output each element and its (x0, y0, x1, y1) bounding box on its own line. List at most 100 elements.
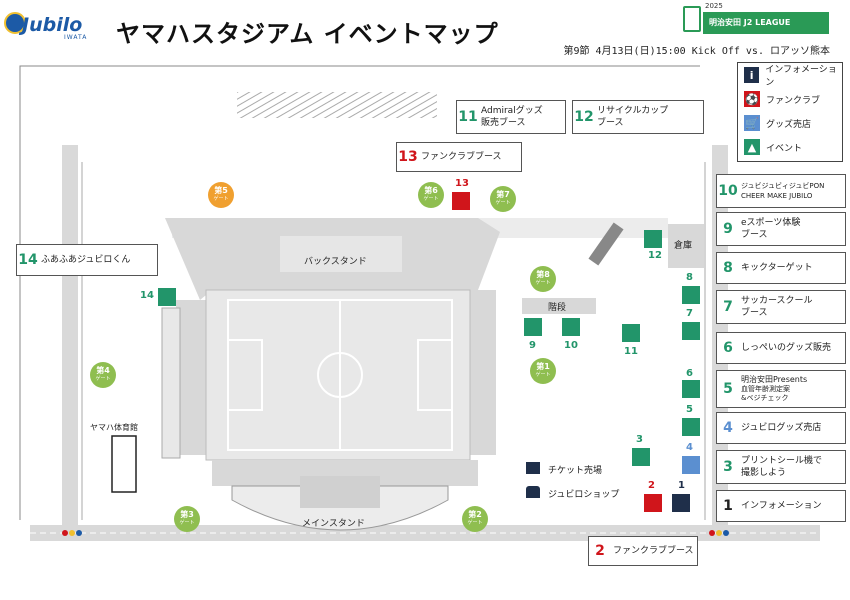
gym-label: ヤマハ体育館 (90, 423, 138, 432)
event-tent-icon (158, 288, 176, 306)
booth-4: 4 ジュビログッズ売店 (716, 412, 846, 444)
info-icon (672, 494, 690, 512)
booth-12: 12 リサイクルカップブース (572, 100, 704, 134)
event-tent-icon (682, 418, 700, 436)
booth-number: 13 (398, 149, 418, 165)
booth-number: 12 (574, 109, 594, 125)
shirt-icon (526, 486, 540, 498)
info-icon: i (744, 67, 760, 83)
warehouse-label: 倉庫 (674, 241, 693, 251)
tent-number: 4 (686, 442, 693, 453)
event-tent-icon (682, 380, 700, 398)
stairs-label: 階段 (548, 303, 567, 313)
legend-label: イベント (766, 143, 803, 154)
booth-number: 5 (723, 381, 733, 397)
booth-9: 9 eスポーツ体験ブース (716, 212, 846, 246)
tent-number: 2 (648, 480, 655, 491)
club-logo-icon (4, 12, 26, 34)
booth-label: ファンクラブブース (421, 152, 502, 162)
tent-number: 3 (636, 434, 643, 445)
booth-label: インフォメーション (741, 501, 822, 511)
booth-7: 7 サッカースクールブース (716, 290, 846, 324)
tent-number: 1 (678, 480, 685, 491)
tent-number: 13 (455, 178, 469, 189)
booth-label: しっぺいのグッズ販売 (741, 343, 832, 353)
booth-label: ふあふあジュビロくん (41, 255, 131, 265)
fanclub-icon (644, 494, 662, 512)
fanclub-icon: ⚽ (744, 91, 760, 107)
booth-number: 4 (723, 420, 733, 436)
back-stand-label: バックスタンド (304, 257, 367, 267)
league-year: 2025 (705, 2, 723, 10)
booth-1: 1 インフォメーション (716, 490, 846, 522)
booth-number: 8 (723, 260, 733, 276)
page-title: ヤマハスタジアム イベントマップ (116, 20, 499, 48)
booth-label: eスポーツ体験ブース (741, 218, 801, 240)
club-brand: Jubilo (22, 14, 83, 36)
tent-number: 5 (686, 404, 693, 415)
event-tent-icon (682, 286, 700, 304)
booth-label: キックターゲット (741, 263, 813, 273)
booth-number: 2 (595, 543, 605, 559)
league-logo-icon (683, 6, 701, 32)
booth-13: 13 ファンクラブブース (396, 142, 522, 172)
legend-label: インフォメーション (765, 65, 837, 88)
booth-label: サッカースクールブース (741, 296, 813, 318)
league-badge: 2025 明治安田 J2 LEAGUE (683, 2, 829, 34)
legend-item-fanclub: ⚽ ファンクラブ (744, 89, 820, 109)
booth-14: 14 ふあふあジュビロくん (16, 244, 158, 276)
tent-number: 12 (648, 250, 662, 261)
tent-number: 8 (686, 272, 693, 283)
booth-label: ジュビログッズ売店 (741, 423, 822, 433)
booth-number: 1 (723, 498, 733, 514)
booth-number: 6 (723, 340, 733, 356)
booth-label: プリントシール機で撮影しよう (741, 456, 823, 478)
booth-number: 14 (18, 252, 38, 268)
ticket-icon (526, 462, 540, 474)
jubilo-shop-label: ジュビロショップ (548, 490, 620, 500)
booth-number: 11 (458, 109, 478, 125)
legend-label: グッズ売店 (766, 119, 812, 130)
tent-number: 10 (564, 340, 578, 351)
tent-number: 6 (686, 368, 693, 379)
booth-2: 2 ファンクラブブース (588, 536, 698, 566)
booth-number: 3 (723, 459, 733, 475)
fanclub-icon (452, 192, 470, 210)
event-tent-icon (524, 318, 542, 336)
event-tent-icon (632, 448, 650, 466)
event-tent-icon: ▲ (744, 139, 760, 155)
tent-number: 7 (686, 308, 693, 319)
booth-number: 10 (718, 183, 738, 199)
legend-item-event: ▲ イベント (744, 137, 802, 157)
event-tent-icon (562, 318, 580, 336)
legend-item-info: i インフォメーション (744, 65, 842, 88)
booth-8: 8 キックターゲット (716, 252, 846, 284)
match-info: 第9節 4月13日(日)15:00 Kick Off vs. ロアッソ熊本 (563, 46, 830, 57)
tent-number: 11 (624, 346, 638, 357)
legend-item-goods: 🛒 グッズ売店 (744, 113, 811, 133)
main-stand-label: メインスタンド (302, 519, 365, 529)
tent-number: 14 (140, 290, 154, 301)
booth-label: リサイクルカップブース (597, 106, 669, 128)
event-tent-icon (622, 324, 640, 342)
booth-3: 3 プリントシール機で撮影しよう (716, 450, 846, 484)
tent-number: 9 (529, 340, 536, 351)
club-brand-sub: IWATA (64, 34, 88, 41)
event-tent-icon (644, 230, 662, 248)
ticket-office-label: チケット売場 (548, 466, 603, 476)
booth-number: 9 (723, 221, 733, 237)
goods-cart-icon (682, 456, 700, 474)
event-tent-icon (682, 322, 700, 340)
goods-cart-icon: 🛒 (744, 115, 760, 131)
league-name: 明治安田 J2 LEAGUE (703, 12, 829, 34)
